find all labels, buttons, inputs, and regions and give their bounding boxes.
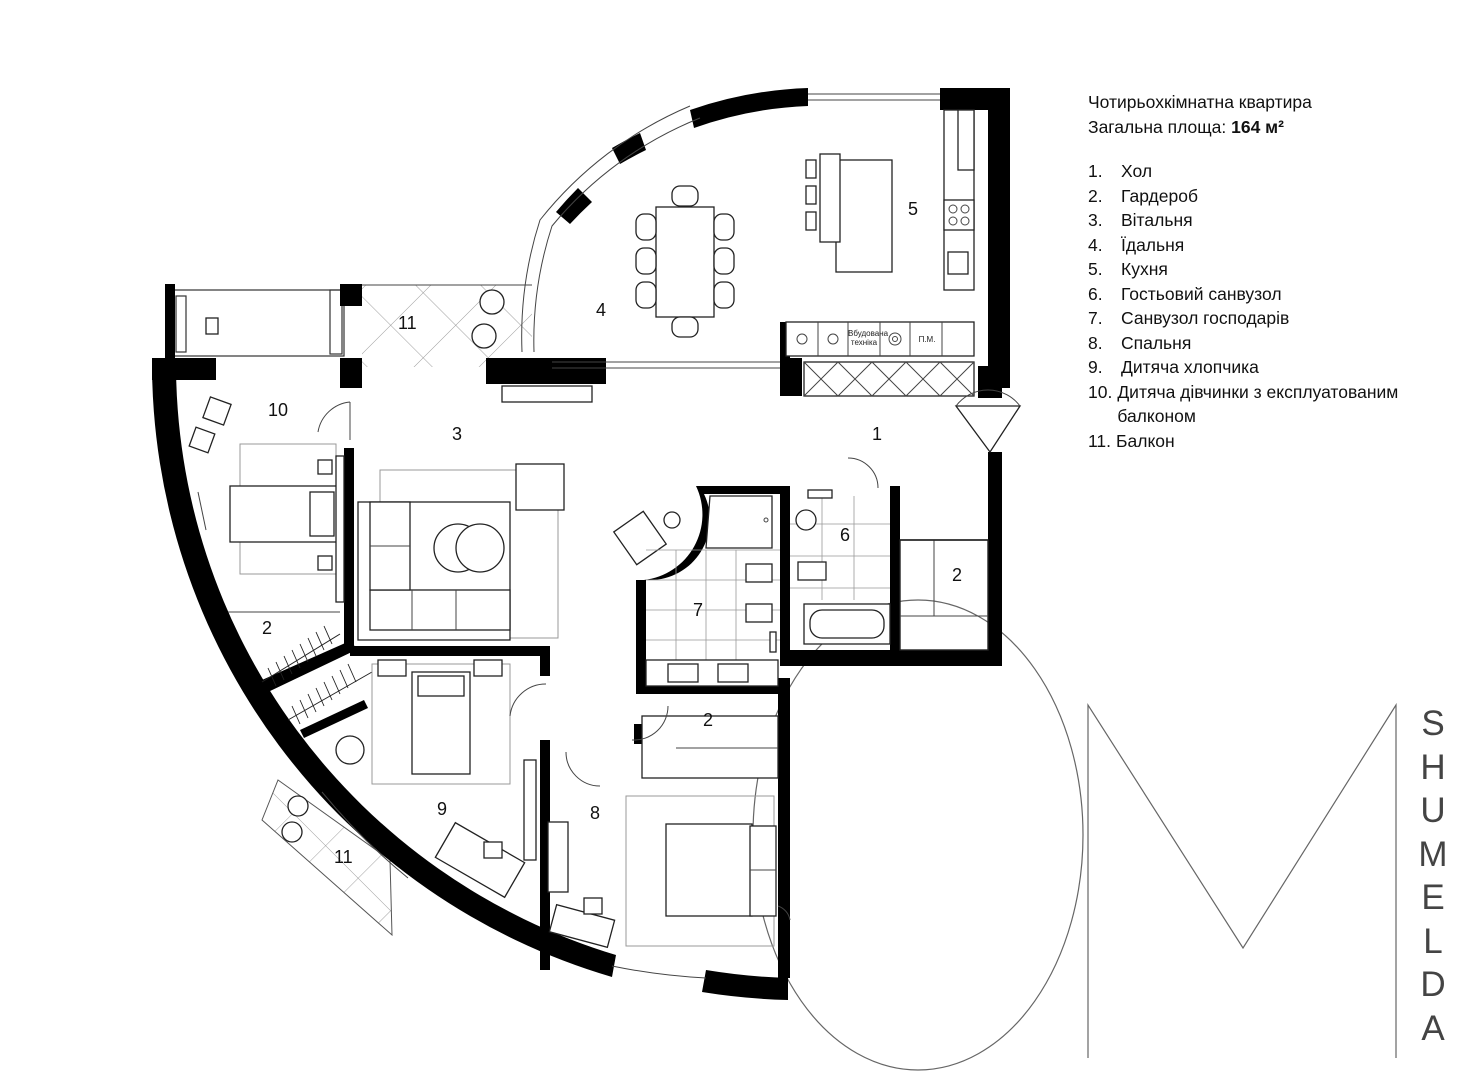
total-area: Загальна площа: 164 м² (1088, 115, 1418, 140)
room-label-2-hall: 2 (952, 565, 962, 585)
room-name: Дитяча дівчинки з експлуатованим балконо… (1117, 381, 1399, 427)
builtin-appliance-line1: Вбудована (848, 329, 889, 338)
room-name: Вітальня (1121, 210, 1193, 230)
room-name: Спальня (1121, 332, 1192, 353)
room-label-9: 9 (437, 799, 447, 819)
room-name: Санвузол господарів (1121, 308, 1290, 328)
room-number: 10. (1088, 381, 1113, 402)
room-number: 5. (1088, 259, 1103, 279)
hall-closet (899, 539, 989, 651)
room-number: 2. (1088, 185, 1103, 206)
room-list-item: 3. Вітальня (1088, 208, 1418, 233)
room-list-item: 2. Гардероб (1088, 184, 1418, 209)
room-label-11-top: 11 (398, 313, 417, 333)
room-label-2-bedroom: 2 (703, 710, 713, 730)
room-label-5: 5 (908, 199, 918, 219)
room-label-11-bottom: 11 (334, 847, 353, 867)
room-list-item: 9. Дитяча хлопчика (1088, 355, 1418, 380)
dishwasher-label: П.М. (918, 335, 936, 344)
room-number: 11. (1088, 430, 1112, 451)
brand-letter: A (1421, 1008, 1445, 1048)
room-name: Їдальня (1121, 234, 1185, 255)
room-number: 3. (1088, 210, 1103, 230)
master-bathroom (645, 495, 780, 687)
room-name: Кухня (1121, 259, 1168, 279)
builtin-appliance-line2: техніка (850, 338, 878, 347)
room-name: Балкон (1116, 430, 1175, 451)
balcony-left-loggia (165, 284, 345, 360)
room-number: 8. (1088, 332, 1103, 353)
room-number: 9. (1088, 357, 1103, 377)
brand-letter: S (1421, 704, 1445, 743)
boys-room (335, 659, 537, 899)
glazing (321, 93, 940, 979)
living-room (357, 385, 681, 641)
brand-letter: U (1420, 791, 1446, 830)
room-name: Гардероб (1121, 185, 1198, 206)
entrance-door (954, 389, 1022, 454)
room-list-item: 8. Спальня (1088, 331, 1418, 356)
brand-letter: D (1420, 965, 1446, 1004)
plants (281, 289, 505, 843)
brand-wordmark: S H U M E L D A (1418, 702, 1448, 1050)
brand-letter: L (1423, 921, 1443, 961)
room-label-2-left: 2 (262, 618, 272, 638)
room-list: 1. Хол 2. Гардероб 3. Вітальня 4. Їдальня 5.… (1088, 159, 1418, 453)
room-list-item: 6. Гостьовий санвузол (1088, 282, 1418, 307)
logo-watermark (752, 599, 1397, 1071)
room-list-item: 4. Їдальня (1088, 233, 1418, 258)
room-name: Дитяча хлопчика (1121, 357, 1259, 377)
brand-letter: H (1420, 747, 1446, 787)
room-label-8: 8 (590, 803, 600, 823)
room-name: Гостьовий санвузол (1121, 283, 1282, 304)
room-number: 1. (1088, 161, 1103, 181)
area-label: Загальна площа: (1088, 116, 1227, 137)
brand-letter: E (1421, 878, 1445, 917)
builtin-appliance-label: Вбудована техніка (848, 329, 888, 347)
room-list-item: 11.Балкон (1088, 429, 1418, 454)
kitchen (785, 109, 975, 397)
room-list-item: 1. Хол (1088, 159, 1418, 184)
room-number: 4. (1088, 234, 1103, 255)
room-label-4: 4 (596, 300, 606, 320)
room-list-item: 7. Санвузол господарів (1088, 306, 1418, 331)
guest-bathroom (790, 489, 891, 645)
wardrobe-hangers (261, 625, 373, 725)
room-label-3: 3 (452, 424, 462, 444)
room-number: 7. (1088, 308, 1103, 328)
door-swings (317, 401, 879, 921)
room-list-item: 5. Кухня (1088, 257, 1418, 282)
room-label-10: 10 (268, 400, 288, 420)
brand-letter: M (1418, 834, 1448, 874)
apartment-title: Чотирьохкімнатна квартира (1088, 92, 1312, 112)
bedroom (547, 715, 779, 949)
room-label-1: 1 (872, 424, 882, 444)
balcony-top (362, 284, 532, 367)
room-label-6: 6 (840, 525, 850, 545)
room-list-item: 10.Дитяча дівчинки з експлуатованим балк… (1088, 380, 1418, 429)
legend-header: Чотирьохкімнатна квартира Загальна площа… (1088, 90, 1418, 139)
room-name: Хол (1121, 161, 1153, 181)
legend: Чотирьохкімнатна квартира Загальна площа… (1088, 90, 1418, 453)
walls (151, 88, 1010, 1000)
area-value: 164 м² (1231, 116, 1284, 137)
room-labels: 1 2 2 2 3 4 5 6 7 8 9 10 11 11 (262, 199, 962, 867)
room-label-7: 7 (693, 600, 703, 620)
girls-room (188, 396, 345, 613)
balcony-bottom (261, 779, 393, 937)
dining-table (552, 185, 780, 369)
room-number: 6. (1088, 283, 1103, 304)
